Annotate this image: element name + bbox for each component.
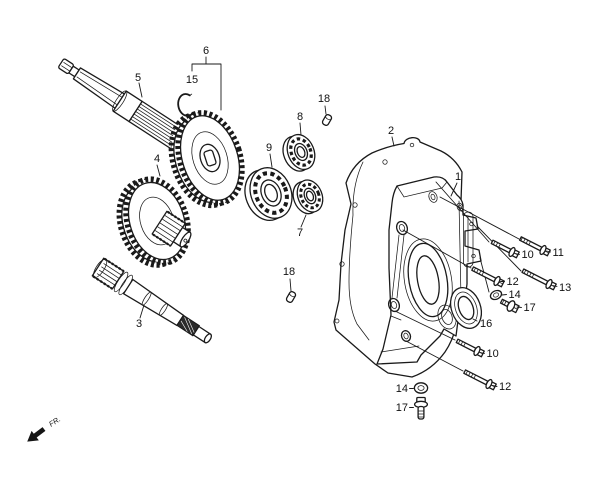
callout-9: 9 (266, 142, 272, 154)
callout-8: 8 (297, 111, 303, 123)
oil-seal-16 (449, 287, 483, 329)
washer-14-lower (413, 382, 429, 394)
callout-14-upper: 14 (509, 289, 521, 301)
bolt-12-lower (463, 369, 497, 391)
callout-1: 1 (455, 171, 461, 183)
shaft-3 (91, 257, 213, 344)
bolt-11 (518, 236, 551, 257)
callout-10-lower: 10 (487, 348, 499, 360)
shaft-5 (58, 58, 188, 151)
callout-13: 13 (559, 282, 571, 294)
bolt-10-lower (455, 338, 485, 358)
bearing-7 (292, 179, 324, 215)
washer-14-upper (489, 289, 503, 301)
gear-6 (168, 110, 245, 209)
callout-12-lower: 12 (499, 381, 511, 393)
front-direction-label: FR. (47, 415, 62, 429)
callout-14-lower: 14 (396, 383, 408, 395)
cover-1 (376, 176, 482, 365)
callout-16: 16 (480, 318, 492, 330)
bearing-8 (282, 133, 316, 172)
bolt-13 (521, 268, 557, 291)
callout-6: 6 (203, 45, 209, 57)
callout-12-upper: 12 (507, 276, 519, 288)
bolt-12-upper (471, 266, 505, 288)
callout-18-bottom: 18 (283, 266, 295, 278)
callout-15: 15 (186, 74, 198, 86)
callout-17-lower: 17 (396, 402, 408, 414)
bolt-10-upper (490, 239, 520, 259)
callout-2: 2 (388, 125, 394, 137)
snap-ring-15 (177, 93, 196, 117)
gear-4-pinion (151, 210, 192, 248)
callout-10-upper: 10 (522, 249, 534, 261)
bearing-9 (244, 167, 293, 221)
bolt-17-upper (499, 298, 520, 314)
callout-5: 5 (135, 72, 141, 84)
front-direction-arrow-icon (27, 427, 46, 442)
callout-18-top: 18 (318, 93, 330, 105)
callout-4: 4 (154, 153, 160, 165)
callout-11: 11 (553, 247, 564, 259)
callout-leader-lines (138, 56, 558, 408)
callout-17-upper: 17 (524, 302, 536, 314)
callout-7: 7 (297, 227, 303, 239)
callout-3: 3 (136, 318, 142, 330)
bolt-17-lower (413, 396, 429, 420)
dowel-pin-18-top (321, 114, 333, 126)
dowel-pin-18-bottom (285, 291, 297, 303)
